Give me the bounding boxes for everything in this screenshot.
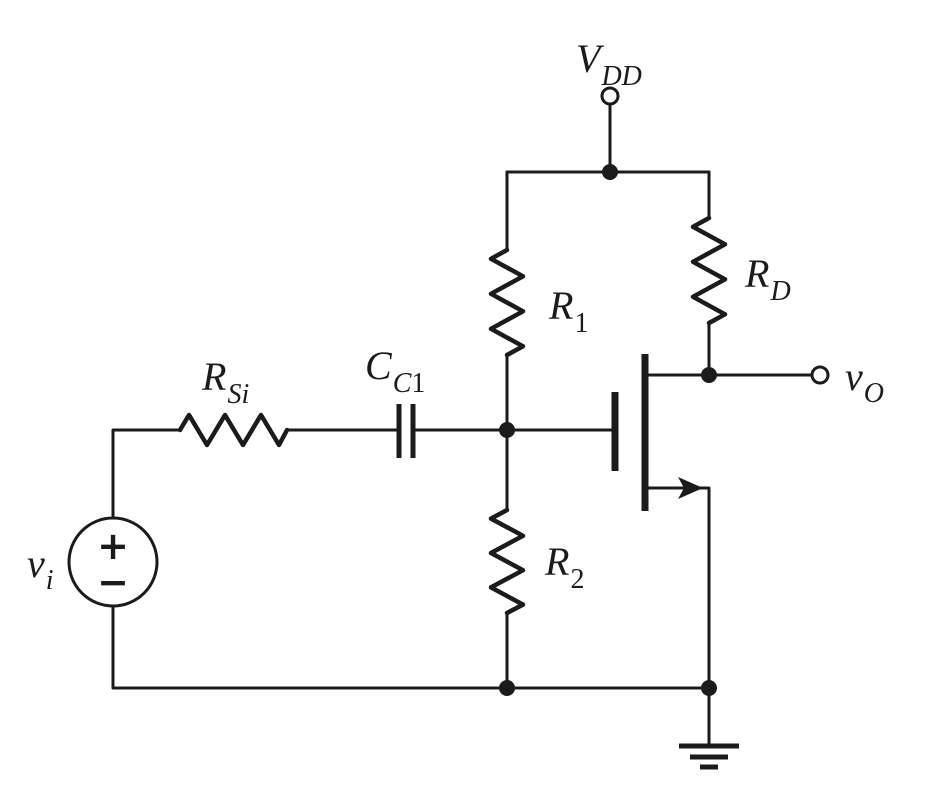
label-vi-sub: i: [46, 565, 54, 596]
label-rsi: RSi: [201, 354, 249, 410]
label-cc1-sub-digit: 1: [411, 368, 425, 399]
resistor-r1: [488, 247, 526, 358]
labels: VDD R1 RD RSi CC1 R2 vi vO: [27, 36, 884, 596]
junction-dot-vdd-rail: [602, 164, 618, 180]
label-vo-sub: O: [864, 378, 884, 409]
label-rsi-sub: Si: [227, 379, 249, 410]
label-r2-main: R: [544, 539, 569, 584]
label-vi-main: v: [27, 541, 45, 586]
label-cc1: CC1: [365, 343, 425, 399]
label-cc1-main: C: [365, 343, 393, 388]
vo-terminal: [810, 365, 830, 385]
label-r1: R1: [548, 283, 588, 339]
label-rd: RD: [744, 251, 791, 307]
resistor-rd: [690, 215, 728, 326]
label-cc1-sub-letter: C: [393, 368, 412, 399]
label-r2-sub: 2: [570, 564, 584, 595]
label-r1-sub: 1: [574, 308, 588, 339]
resistor-rd-zigzag: [690, 215, 728, 326]
vdd-terminal: [600, 86, 620, 106]
label-vdd-sub: DD: [600, 61, 641, 92]
resistor-r1-zigzag: [488, 247, 526, 358]
mosfet: [611, 354, 711, 511]
label-vi: vi: [27, 541, 54, 596]
junction-dot-drain: [701, 367, 717, 383]
resistor-rsi: [177, 412, 290, 448]
label-vo: vO: [845, 354, 884, 409]
resistor-r2: [488, 507, 526, 616]
wire-source-leg: [645, 486, 711, 690]
label-r2: R2: [544, 539, 584, 595]
junction-dot-source-ground: [701, 680, 717, 696]
voltage-source-circle: [67, 516, 159, 608]
capacitor-cc1: [396, 404, 416, 458]
label-rsi-main: R: [201, 354, 226, 399]
label-vo-main: v: [845, 354, 863, 399]
input-voltage-source: + −: [67, 516, 159, 608]
junction-dot-gate: [499, 422, 515, 438]
label-vdd: VDD: [576, 36, 642, 92]
junction-dots: [499, 164, 717, 696]
label-rd-sub: D: [769, 276, 790, 307]
plus-sign: +: [97, 524, 129, 568]
wire-source-to-rsi: [111, 428, 182, 520]
label-vdd-main: V: [576, 36, 605, 81]
junction-dot-r2-ground: [499, 680, 515, 696]
label-r1-main: R: [548, 283, 573, 328]
ground-symbol: [679, 743, 739, 770]
resistor-r2-zigzag: [488, 507, 526, 616]
mosfet-source-arrow-icon: [678, 477, 703, 499]
resistor-rsi-zigzag: [177, 412, 290, 448]
label-rd-main: R: [744, 251, 769, 296]
minus-sign: −: [97, 560, 129, 604]
wire-bottom-rail: [111, 604, 711, 690]
